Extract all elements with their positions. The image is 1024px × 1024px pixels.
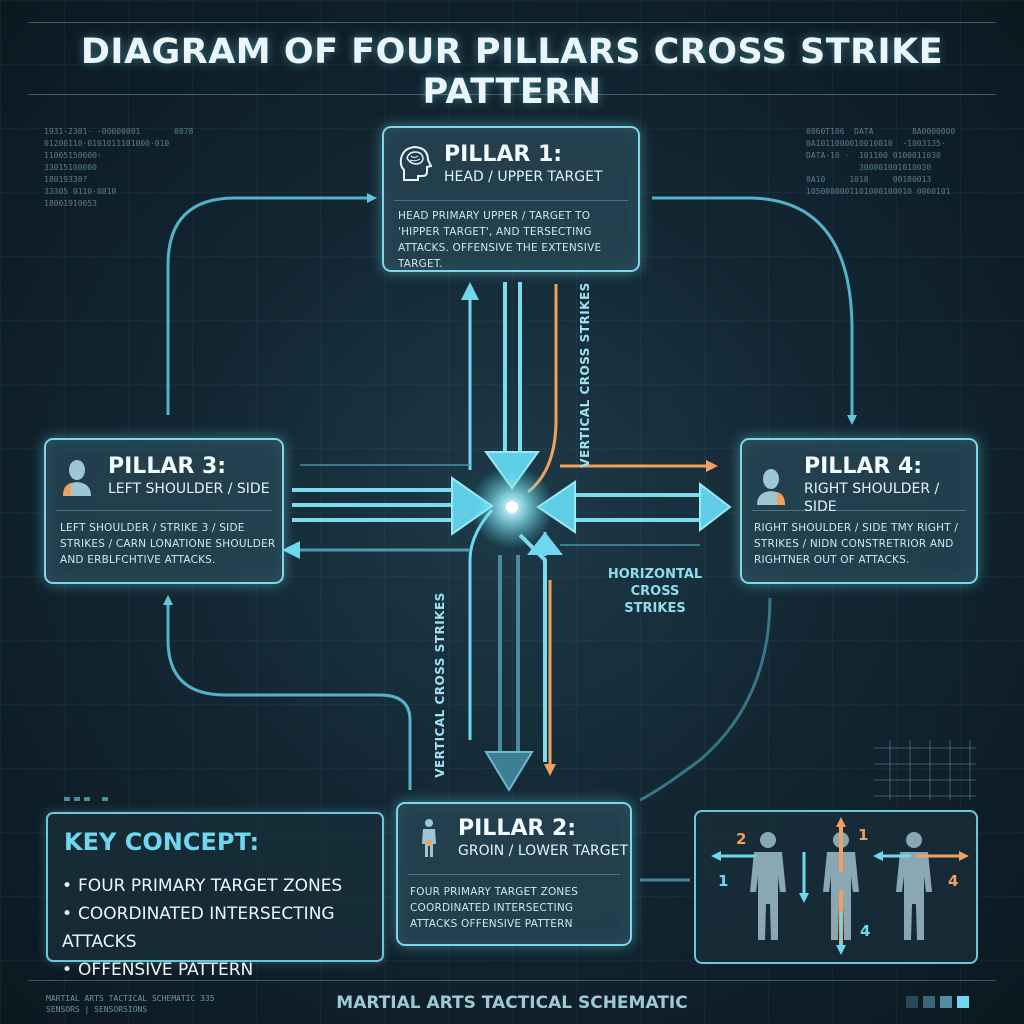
footer-title: MARTIAL ARTS TACTICAL SCHEMATIC xyxy=(336,993,688,1013)
pillar-3-name: PILLAR 3: xyxy=(108,454,227,479)
mini-strike-diagram: 2 1 1 4 4 xyxy=(694,810,978,964)
pillar-2-card[interactable]: PILLAR 2: GROIN / LOWER TARGET FOUR PRIM… xyxy=(396,802,632,946)
dash-decoration xyxy=(64,797,108,801)
key-concept-panel: KEY CONCEPT: FOUR PRIMARY TARGET ZONES C… xyxy=(46,812,384,980)
key-concept-item: FOUR PRIMARY TARGET ZONES xyxy=(62,872,382,900)
data-readout-left: 1931·2301· ·00000001 0078 01200110·01010… xyxy=(44,127,194,208)
pillar-4-divider xyxy=(752,510,966,511)
vertical-cross-strikes-label-top: VERTICAL CROSS STRIKES xyxy=(578,282,592,468)
pillar-3-divider xyxy=(56,510,272,511)
footer-small-line-2: SENSORS | SENSORSIONS xyxy=(46,1005,148,1014)
pillar-1-subtitle: HEAD / UPPER TARGET xyxy=(444,169,603,185)
pillar-4-subtitle: RIGHT SHOULDER / SIDE xyxy=(804,481,940,515)
pillar-2-description: FOUR PRIMARY TARGET ZONES COORDINATED IN… xyxy=(410,886,579,930)
pillar-3-subtitle: LEFT SHOULDER / SIDE xyxy=(108,481,270,497)
mini-figures-graphic xyxy=(711,817,969,955)
pillar-2-name: PILLAR 2: xyxy=(458,816,577,841)
vertical-cross-strikes-label-bottom: VERTICAL CROSS STRIKES xyxy=(433,592,447,778)
title-underline xyxy=(28,94,996,95)
pillar-1-card[interactable]: PILLAR 1: HEAD / UPPER TARGET HEAD PRIMA… xyxy=(382,126,640,272)
data-readout-right: 0060T106 DATA 8A0000000 0A10110000100100… xyxy=(806,127,956,196)
bust-right-shoulder-icon xyxy=(757,469,785,505)
top-rule xyxy=(28,22,996,23)
key-concept-item: COORDINATED INTERSECTING ATTACKS xyxy=(62,900,382,956)
mini-label-1-left: 1 xyxy=(718,872,729,890)
head-brain-icon xyxy=(399,145,432,181)
flow-p1-to-p4 xyxy=(652,196,857,425)
body-figure-icon xyxy=(422,819,436,857)
mini-label-2: 2 xyxy=(736,830,747,848)
bust-left-shoulder-icon xyxy=(63,460,91,496)
key-concept-title: KEY CONCEPT: xyxy=(64,828,260,856)
pillar-1-name: PILLAR 1: xyxy=(444,142,563,167)
mini-label-1-top: 1 xyxy=(858,826,869,844)
flow-p3-to-p1 xyxy=(166,193,377,415)
pillar-2-divider xyxy=(408,874,620,875)
footer-small-text: MARTIAL ARTS TACTICAL SCHEMATIC 335 SENS… xyxy=(46,993,215,1015)
flow-p4-dashed xyxy=(639,597,772,802)
key-concept-item: OFFENSIVE PATTERN xyxy=(62,956,382,984)
pillar-3-card[interactable]: PILLAR 3: LEFT SHOULDER / SIDE LEFT SHOU… xyxy=(44,438,284,584)
flow-p2-to-p3 xyxy=(163,595,412,790)
pillar-2-subtitle: GROIN / LOWER TARGET xyxy=(458,843,629,859)
pillar-4-card[interactable]: PILLAR 4: RIGHT SHOULDER / SIDE RIGHT SH… xyxy=(740,438,978,584)
pillar-1-description: HEAD PRIMARY UPPER / TARGET TO 'HIPPER T… xyxy=(398,210,602,270)
diagram-title: DIAGRAM OF FOUR PILLARS CROSS STRIKE PAT… xyxy=(80,32,944,112)
key-concept-list: FOUR PRIMARY TARGET ZONES COORDINATED IN… xyxy=(62,872,382,984)
mini-label-4-bottom: 4 xyxy=(860,922,871,940)
pillar-4-name: PILLAR 4: xyxy=(804,454,923,479)
pillar-1-divider xyxy=(394,200,628,201)
pillar-4-description: RIGHT SHOULDER / SIDE TMY RIGHT / STRIKE… xyxy=(754,522,959,566)
bottom-rule xyxy=(28,980,996,981)
grid-decoration xyxy=(874,740,976,800)
footer-small-line-1: MARTIAL ARTS TACTICAL SCHEMATIC 335 xyxy=(46,994,215,1003)
pillar-3-description: LEFT SHOULDER / STRIKE 3 / SIDE STRIKES … xyxy=(60,522,276,566)
mini-label-4-right: 4 xyxy=(948,872,959,890)
footer-squares xyxy=(906,996,969,1008)
